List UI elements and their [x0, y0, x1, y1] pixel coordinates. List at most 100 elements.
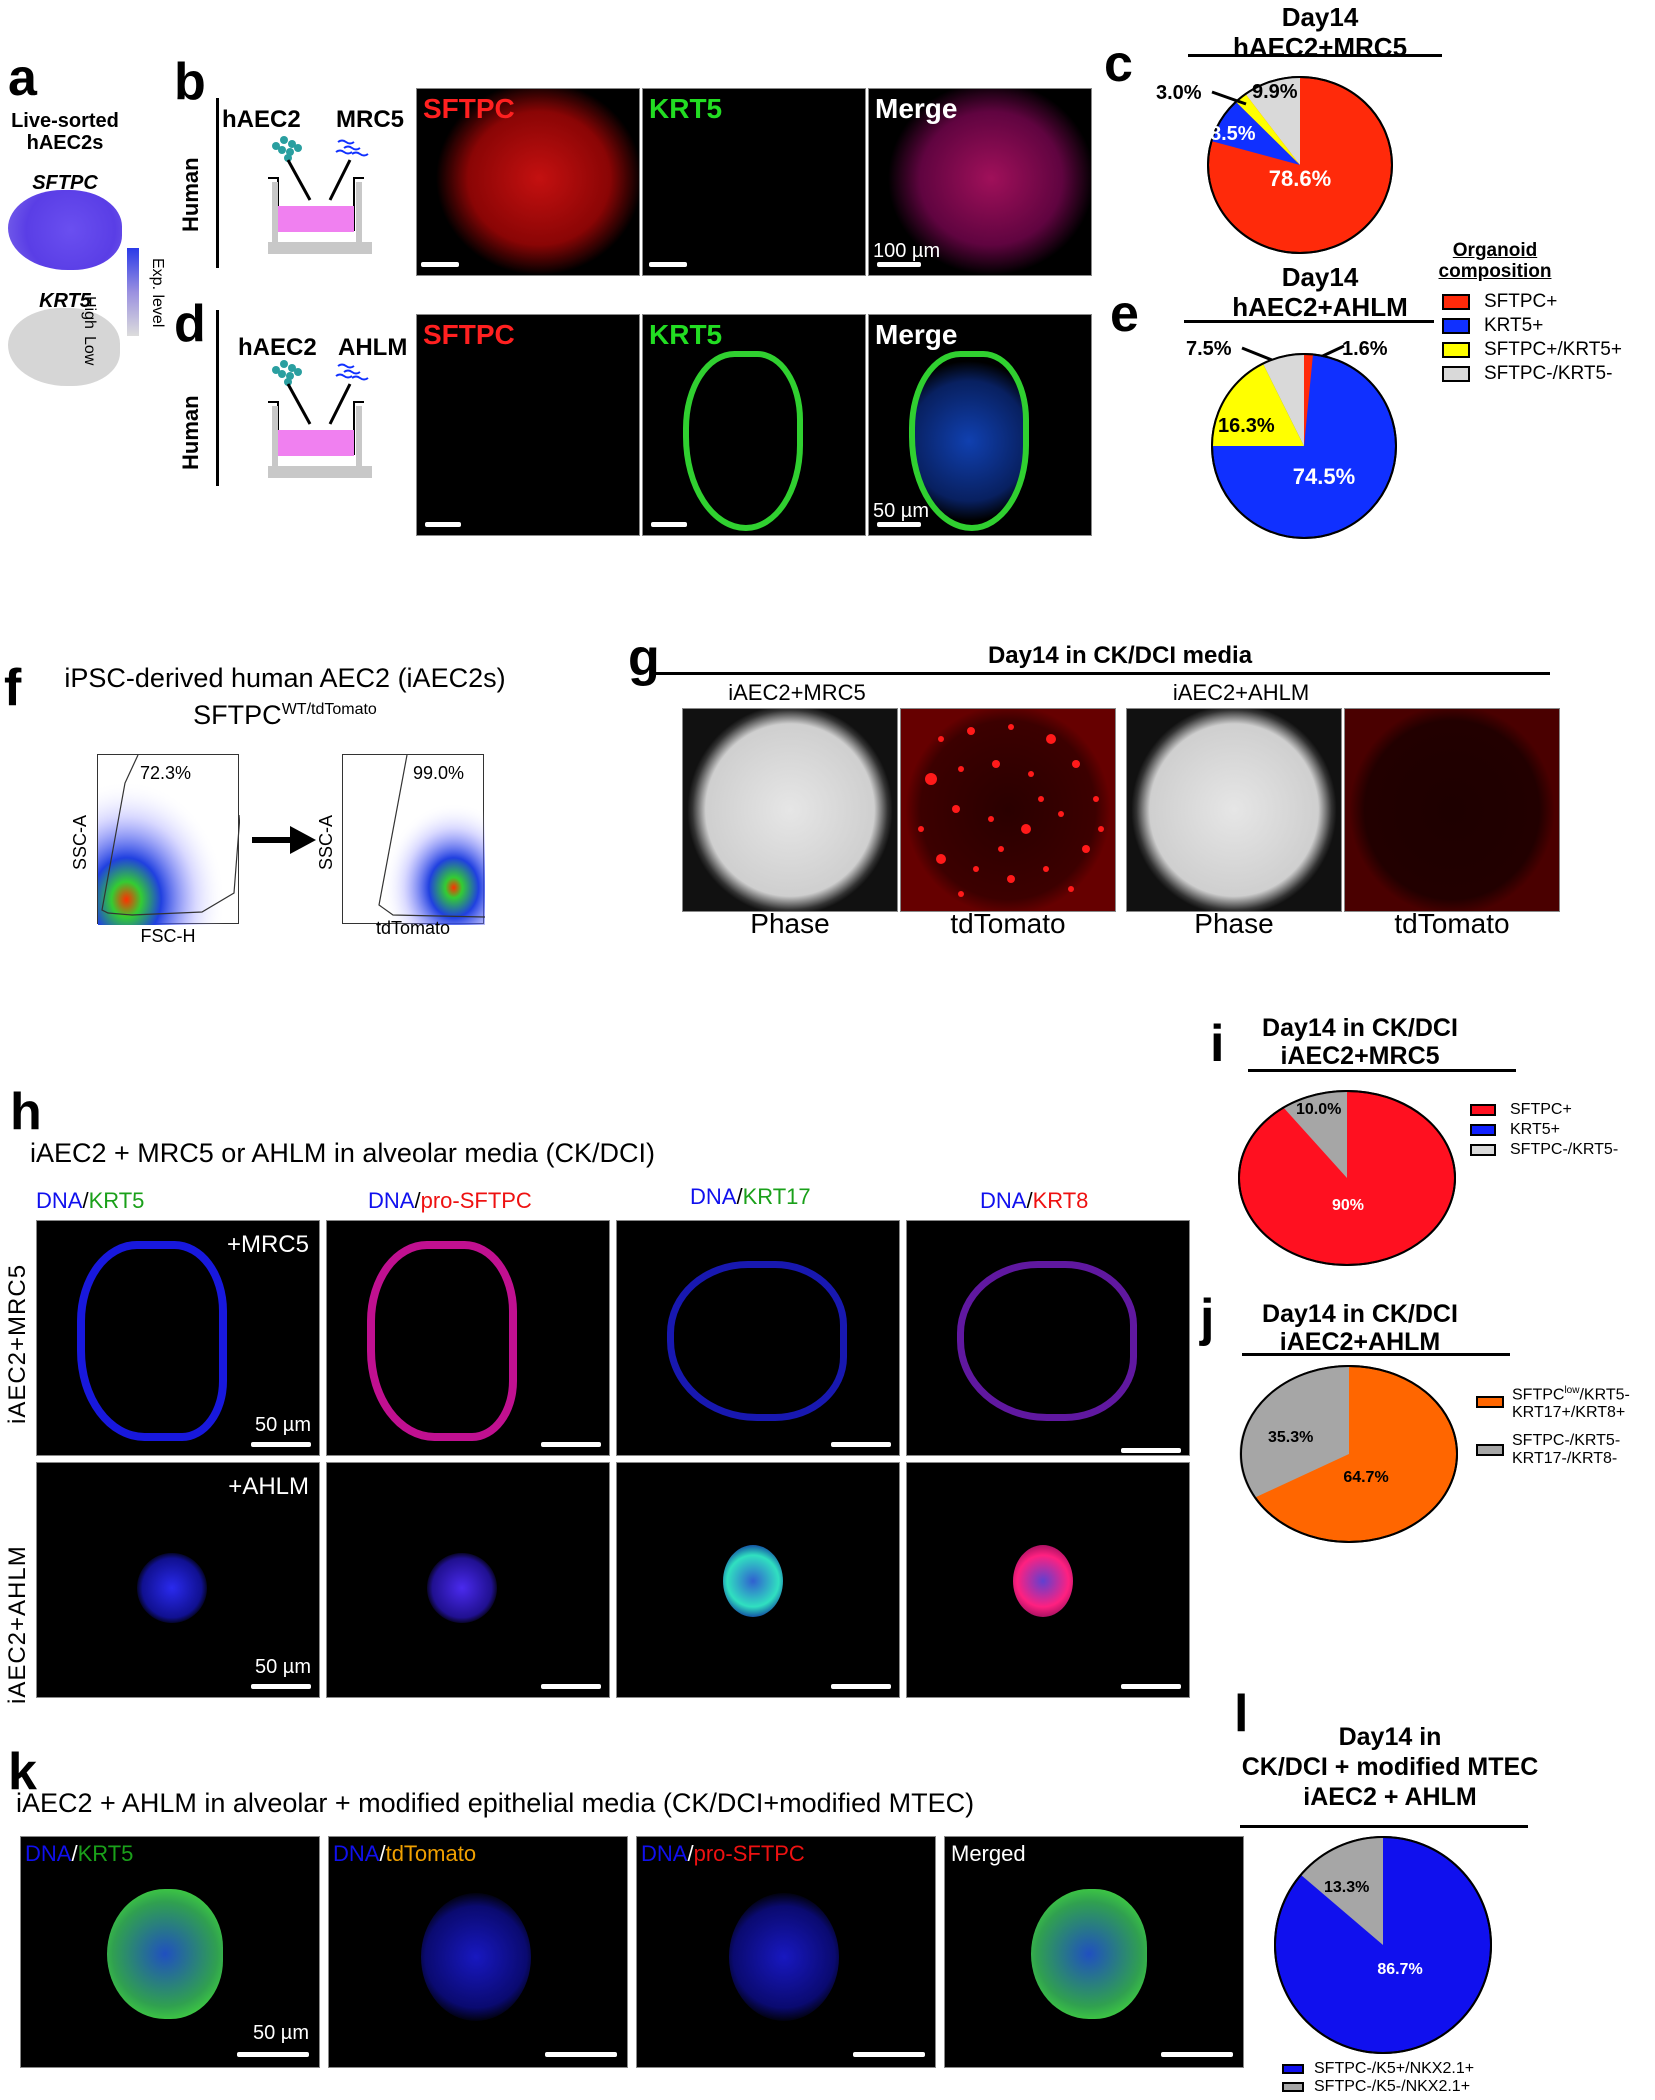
panel-i-title-line1: Day14 in CK/DCI [1262, 1014, 1458, 1042]
h-col-label-3: DNA/KRT17 [690, 1184, 811, 1210]
leader-line-c [1211, 90, 1247, 106]
panel-f-title-line1: iPSC-derived human AEC2 (iAEC2s) [64, 663, 506, 693]
legend-swatch [1476, 1444, 1504, 1457]
scale-bar [877, 262, 921, 267]
cell-hAEC2-d: hAEC2 [238, 334, 317, 361]
sep: / [1026, 1188, 1033, 1213]
pie-label-l-pos: 86.7% [1377, 1961, 1422, 1978]
image-label: SFTPC [423, 319, 515, 350]
panel-f-title-sup: WT/tdTomato [281, 701, 377, 718]
h-row-label-2: iAEC2+AHLM [4, 1545, 31, 1704]
legend-swatch [1282, 2082, 1304, 2092]
h-row-label-1: iAEC2+MRC5 [4, 1263, 31, 1424]
panel-label-a: a [8, 49, 37, 107]
sep: / [414, 1188, 421, 1213]
panel-label-d: d [174, 295, 206, 353]
scale-bar [251, 1684, 311, 1689]
panel-i-rule [1248, 1069, 1516, 1072]
image-h-mrc5-prosftpc [326, 1220, 610, 1456]
divider-b [216, 98, 219, 268]
image-g-mrc5-tdtomato [900, 708, 1116, 912]
legend-swatch [1442, 342, 1470, 358]
panel-label-c: c [1104, 35, 1133, 93]
tdtomato-spots [918, 724, 1104, 897]
organoid-krt5 [683, 351, 803, 531]
image-g-mrc5-phase [682, 708, 898, 912]
legend-label: SFTPC+ [1510, 1101, 1572, 1118]
legend-item: SFTPC-/KRT5- [1442, 362, 1622, 386]
panel-e-rule [1184, 320, 1434, 323]
image-d-sftpc: SFTPC [416, 314, 640, 536]
scale-bar [541, 1684, 601, 1689]
legend-item: SFTPC+ [1470, 1100, 1618, 1120]
pie-label-i-neg: 10.0% [1296, 1101, 1341, 1118]
transwell-diagram-d [268, 360, 372, 478]
umap-sftpc [8, 190, 122, 270]
image-h-ahlm-prosftpc [326, 1462, 610, 1698]
pie-chart-j: 35.3% 64.7% [1239, 1365, 1458, 1543]
organoid-merge [909, 351, 1029, 531]
pie-chart-e: 16.3% 74.5% [1211, 353, 1397, 539]
scale-bar [831, 1684, 891, 1689]
image-label: DNA/tdTomato [333, 1841, 477, 1866]
umap-krt5 [8, 308, 120, 386]
legend-swatch [1442, 294, 1470, 310]
image-h-ahlm-krt5: +AHLM 50 µm [36, 1462, 320, 1698]
panel-j-title: Day14 in CK/DCI iAEC2+AHLM [1240, 1300, 1480, 1356]
legend-label: SFTPC+ [1484, 291, 1558, 312]
h-col-label-1: DNA/KRT5 [36, 1188, 144, 1214]
sep: / [82, 1188, 89, 1213]
marker-label: KRT8 [1032, 1188, 1089, 1213]
pie-label-e-krt5: 74.5% [1293, 464, 1355, 489]
dna-label: DNA [36, 1188, 83, 1213]
h-col-label-4: DNA/KRT8 [980, 1188, 1088, 1214]
legend-swatch [1476, 1396, 1504, 1409]
scale-bar [877, 522, 921, 527]
image-h-ahlm-krt8 [906, 1462, 1190, 1698]
organoid-ring [367, 1241, 517, 1441]
panel-a-title-line2: hAEC2s [26, 132, 104, 154]
image-g-ahlm-tdtomato [1344, 708, 1560, 912]
cell-cluster [137, 1553, 207, 1623]
organoid [729, 1893, 839, 2021]
panel-label-h: h [10, 1083, 42, 1141]
legend-ce-title: Organoid composition [1430, 240, 1560, 282]
flow-plot-1-ylabel: SSC-A [70, 814, 90, 870]
image-label: Merge [875, 319, 958, 350]
image-label: SFTPC [423, 93, 515, 124]
legend-label: KRT5+ [1510, 1121, 1560, 1138]
panel-h-title: iAEC2 + MRC5 or AHLM in alveolar media (… [30, 1138, 655, 1168]
image-label: KRT5 [649, 319, 723, 350]
legend-label: SFTPC-/KRT5- [1484, 363, 1613, 384]
scale-bar [421, 262, 459, 267]
gene-label-krt5: KRT5 [39, 290, 91, 312]
dna-label: DNA [368, 1188, 415, 1213]
pie-chart-l: 13.3% 86.7% [1274, 1836, 1492, 2054]
panel-i-title-line2: iAEC2+MRC5 [1280, 1042, 1440, 1070]
image-label: DNA/KRT5 [25, 1841, 134, 1866]
scale-bar [1161, 2052, 1233, 2057]
panel-label-b: b [174, 53, 206, 111]
scale-text: 50 µm [255, 1656, 311, 1678]
panel-l-title: Day14 in CK/DCI + modified MTEC iAEC2 + … [1210, 1722, 1570, 1812]
pie-label-j-neg: 35.3% [1268, 1429, 1313, 1446]
image-k-prosftpc: DNA/pro-SFTPC [636, 1836, 936, 2068]
legend-swatch [1442, 366, 1470, 382]
scale-bar [1121, 1448, 1181, 1453]
panel-label-f: f [4, 659, 22, 717]
image-k-tdtomato: DNA/tdTomato [328, 1836, 628, 2068]
marker-label: KRT5 [88, 1188, 145, 1213]
organoid [107, 1889, 223, 2019]
organoid-ring [77, 1241, 227, 1441]
image-b-merge: Merge 100 µm [868, 88, 1092, 276]
pie-label-l-neg: 13.3% [1324, 1879, 1369, 1896]
flow-plot-2-ylabel: SSC-A [316, 814, 336, 870]
scale-bar [651, 522, 687, 527]
legend-l: SFTPC-/K5+/NKX2.1+ SFTPC-/K5-/NKX2.1+ [1282, 2060, 1474, 2096]
scale-bar [545, 2052, 617, 2057]
colorbar-tick-labels: High Low [81, 252, 122, 365]
panel-l-title-line1: Day14 in [1338, 1723, 1442, 1751]
legend-swatch [1470, 1124, 1496, 1136]
pie-label-j-pos: 64.7% [1343, 1469, 1388, 1486]
scale-text: 100 µm [873, 240, 941, 262]
